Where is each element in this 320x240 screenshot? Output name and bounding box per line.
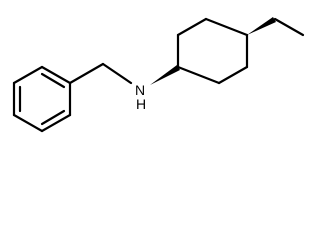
aromatic-double-bond xyxy=(40,109,66,126)
ring-bond xyxy=(40,65,72,85)
ring-bond xyxy=(12,113,44,133)
nitrogen-label: N xyxy=(135,82,145,98)
aromatic-double-bond xyxy=(40,72,66,89)
ring-bond xyxy=(204,17,249,37)
stereo-wedge-bond-ethyl xyxy=(247,17,276,35)
chemical-structure-diagram: N H xyxy=(12,17,305,133)
ch2-n-bond xyxy=(101,62,133,85)
ring-bond xyxy=(12,65,44,85)
stereo-wedge-bond-n xyxy=(150,65,180,85)
ring-bond xyxy=(217,65,249,85)
cyclohexane-ring xyxy=(176,17,249,85)
benzene-ring xyxy=(12,65,72,133)
ring-bond xyxy=(176,17,208,37)
benzyl-bond xyxy=(68,62,105,85)
ethyl-bond xyxy=(273,17,305,37)
hydrogen-label: H xyxy=(136,96,146,112)
ring-bond xyxy=(176,65,221,85)
ring-bond xyxy=(40,113,72,133)
